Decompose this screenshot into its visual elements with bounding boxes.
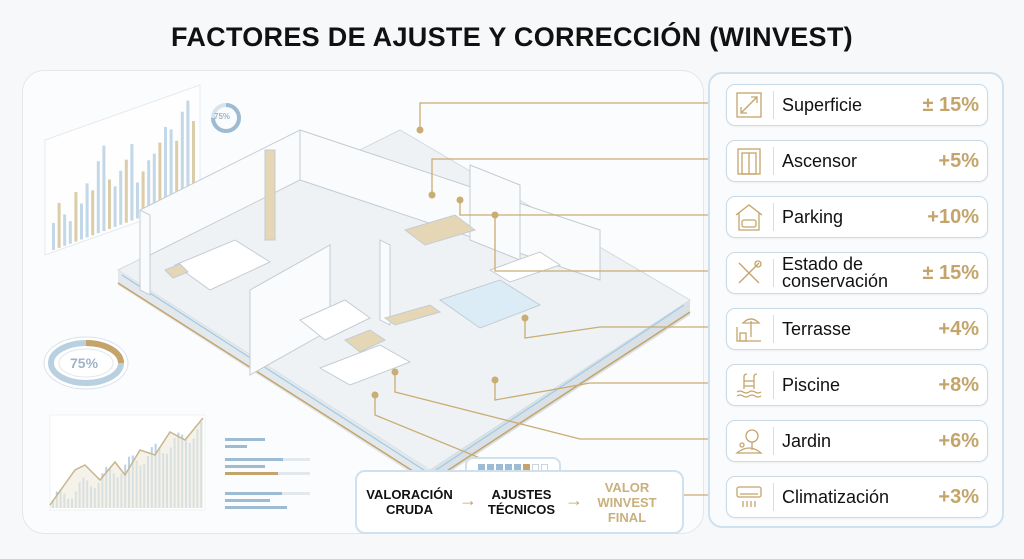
- connector-dot: [416, 126, 424, 134]
- decor-bar: [119, 170, 123, 225]
- factor-label: Parking: [782, 206, 844, 227]
- divider: [773, 427, 774, 455]
- factor-value: +3%: [938, 485, 979, 508]
- factor-value: +10%: [927, 205, 979, 228]
- decor-bar: [52, 223, 55, 250]
- decor-bar: [152, 153, 156, 213]
- factor-card: Estado de conservación ± 15%: [726, 252, 988, 294]
- house-platform: [116, 129, 691, 485]
- decor-bar: [74, 192, 78, 242]
- factor-label: Superficie: [782, 94, 863, 115]
- furniture: [164, 214, 562, 386]
- factor-label: Estado de conservación: [782, 254, 889, 291]
- factor-card: Jardin +6%: [726, 420, 988, 462]
- connector-line: [459, 200, 712, 216]
- divider: [773, 371, 774, 399]
- factor-value: +5%: [938, 149, 979, 172]
- terrace-umbrella-icon: [736, 318, 761, 342]
- divider: [773, 259, 774, 287]
- small-donut-chart: [211, 103, 241, 133]
- connector-dot: [456, 196, 464, 204]
- divider: [773, 91, 774, 119]
- factor-card: Superficie ± 15%: [726, 84, 988, 126]
- decor-bar: [102, 145, 106, 232]
- factors-panel: Superficie ± 15% Ascensor +5% Parking +1…: [708, 72, 1004, 528]
- factor-label: Terrasse: [782, 318, 852, 339]
- decor-bar: [186, 100, 190, 200]
- decor-bar: [124, 159, 128, 223]
- factor-label: Jardin: [782, 430, 832, 451]
- connector-dot: [491, 376, 499, 384]
- decor-bar: [141, 171, 145, 217]
- decor-bar: [136, 182, 139, 219]
- tree-garden-icon: [735, 429, 763, 454]
- connector-line: [494, 380, 712, 401]
- connector-line: [524, 318, 712, 339]
- decor-bar: [91, 190, 95, 236]
- divider: [773, 483, 774, 511]
- factor-label: Ascensor: [782, 150, 858, 171]
- decor-bar: [175, 140, 179, 204]
- air-conditioner-icon: [736, 486, 762, 507]
- divider: [773, 315, 774, 343]
- connector-dot: [491, 211, 499, 219]
- elevator-icon: [737, 148, 761, 175]
- factor-label: Climatización: [782, 486, 890, 507]
- page-title: FACTORES DE AJUSTE Y CORRECCIÓN (WINVEST…: [171, 22, 853, 52]
- factor-card: Ascensor +5%: [726, 140, 988, 182]
- connector-dot: [371, 391, 379, 399]
- decor-bar: [57, 202, 61, 248]
- connector-dot: [428, 191, 436, 199]
- arrow-right-icon: →: [565, 490, 583, 510]
- resize-diagonal-icon: [736, 92, 762, 118]
- factor-label: Piscine: [782, 374, 841, 395]
- factor-card: Climatización +3%: [726, 476, 988, 518]
- connector-dot: [391, 368, 399, 376]
- small-donut-label: 75%: [214, 112, 231, 121]
- decor-bar: [130, 144, 134, 221]
- decor-bar: [169, 129, 173, 206]
- arrow-right-icon: →: [459, 490, 477, 510]
- decorative-area-chart: [49, 414, 206, 511]
- valuation-flow: VALORACIÓN CRUDA → AJUSTES TÉCNICOS → VA…: [355, 470, 684, 534]
- divider: [773, 203, 774, 231]
- decor-bar: [113, 186, 117, 227]
- pool-ladder-icon: [736, 373, 762, 398]
- flow-step-adjust: AJUSTES TÉCNICOS: [487, 487, 556, 517]
- divider: [773, 147, 774, 175]
- tools-icon: [738, 260, 762, 284]
- decor-bar: [180, 111, 184, 202]
- decor-bar: [96, 161, 100, 234]
- decor-bar: [63, 214, 67, 246]
- factor-value: +6%: [938, 429, 979, 452]
- decorative-progress-bars: [225, 438, 310, 509]
- decor-bar: [158, 142, 162, 211]
- decor-bar: [80, 203, 83, 240]
- flow-step-final: VALOR WINVEST FINAL: [597, 479, 657, 525]
- connector-line: [494, 215, 712, 272]
- flow-step-raw: VALORACIÓN CRUDA: [366, 487, 453, 517]
- factor-value: ± 15%: [922, 261, 979, 284]
- connector-line: [431, 158, 712, 195]
- decor-bar: [192, 121, 195, 198]
- decor-bar: [85, 183, 89, 238]
- factor-value: +8%: [938, 373, 979, 396]
- decor-bar: [68, 221, 72, 244]
- garage-car-icon: [735, 204, 763, 231]
- factor-value: ± 15%: [922, 93, 979, 116]
- factor-card: Parking +10%: [726, 196, 988, 238]
- connector-dot: [521, 314, 529, 322]
- large-donut-label: 75%: [70, 355, 99, 371]
- connector-line: [419, 102, 712, 130]
- connector-line: [394, 372, 712, 440]
- decor-bar: [108, 179, 111, 229]
- large-donut-chart: [43, 336, 129, 390]
- factor-card: Piscine +8%: [726, 364, 988, 406]
- decor-bar: [164, 127, 167, 208]
- decor-bar: [147, 160, 151, 215]
- house-walls: [139, 129, 601, 376]
- factor-value: +4%: [938, 317, 979, 340]
- factor-card: Terrasse +4%: [726, 308, 988, 350]
